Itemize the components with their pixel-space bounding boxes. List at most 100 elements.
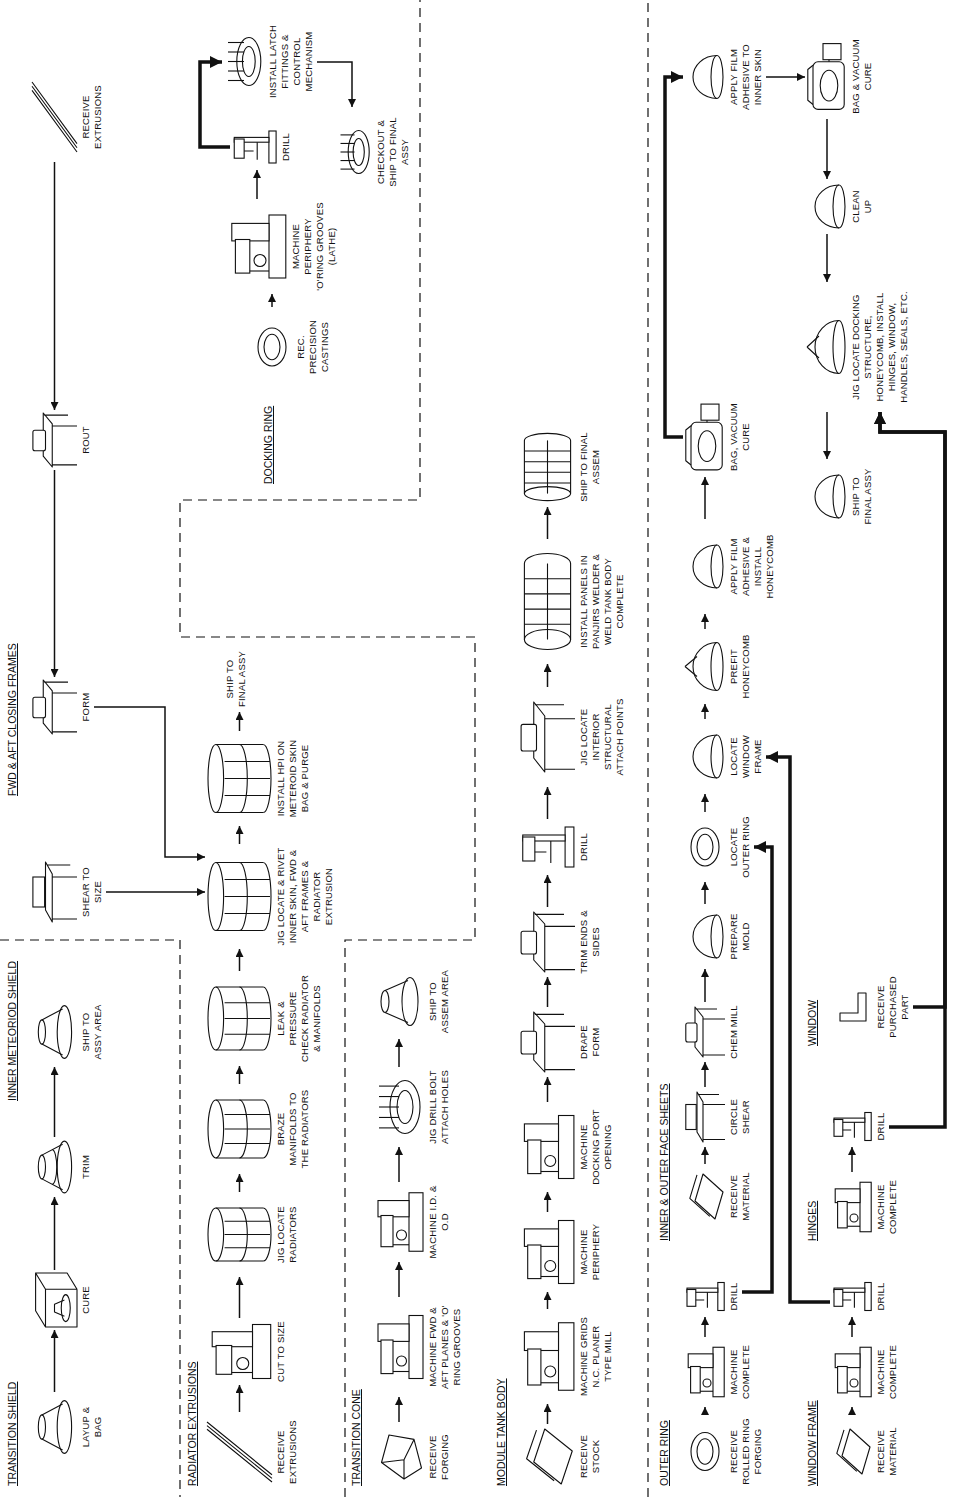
flow-arrow bbox=[239, 712, 241, 731]
part-illustration bbox=[693, 545, 723, 588]
line-art bbox=[207, 1422, 272, 1482]
line-art bbox=[850, 1379, 858, 1387]
line-art bbox=[813, 62, 844, 110]
step-caption: FORM bbox=[80, 680, 92, 734]
process-step: INSTALL HPI ON METEROID SKIN BAG & PURGE bbox=[205, 731, 313, 826]
flow-arrow bbox=[398, 1262, 400, 1297]
line-art bbox=[547, 564, 548, 640]
process-step: JIG LOCATE DOCKING STRUCTURE, HONEYCOMB,… bbox=[805, 282, 912, 412]
flow-arrow bbox=[766, 76, 805, 78]
line-art bbox=[838, 1367, 848, 1393]
section-heading: TRANSITION CONE bbox=[350, 1388, 363, 1487]
line-art bbox=[559, 1323, 574, 1391]
part-illustration bbox=[381, 978, 418, 1026]
flow-arrow bbox=[94, 707, 205, 857]
icon-space bbox=[32, 1395, 80, 1459]
process-step: REC. PRECISION CASTINGS bbox=[250, 307, 333, 387]
part-illustration bbox=[527, 1429, 573, 1484]
line-art bbox=[225, 1247, 270, 1248]
line-art bbox=[523, 837, 535, 861]
line-art bbox=[393, 1371, 409, 1372]
flow-arrow bbox=[398, 1039, 400, 1067]
line-art bbox=[228, 42, 244, 43]
line-art bbox=[521, 724, 536, 751]
line-art bbox=[381, 1216, 393, 1247]
section-heading: DOCKING RING bbox=[262, 405, 275, 485]
flow-arrow bbox=[54, 470, 56, 677]
line-art bbox=[713, 1347, 724, 1397]
part-illustration bbox=[208, 745, 271, 813]
process-step: TRIM bbox=[30, 1137, 94, 1197]
process-step: LEAK & PRESSURE CHECK RADIATOR & MANIFOL… bbox=[205, 971, 325, 1066]
line-art bbox=[860, 1347, 871, 1397]
line-art bbox=[36, 1273, 77, 1327]
part-illustration bbox=[521, 1012, 575, 1072]
process-step: MACHINE GRIDS N.C. PLANER TYPE MILL bbox=[518, 1309, 616, 1404]
line-art bbox=[693, 735, 717, 778]
part-illustration bbox=[258, 328, 286, 366]
line-art bbox=[833, 475, 845, 518]
icon-space bbox=[374, 1070, 427, 1144]
line-art bbox=[693, 56, 717, 99]
section-heading: INNER METEORIOD SHIELD bbox=[6, 960, 19, 1102]
line-art bbox=[379, 1127, 399, 1128]
line-art bbox=[228, 80, 244, 81]
part-illustration bbox=[207, 1422, 272, 1482]
line-art bbox=[379, 1106, 399, 1107]
icon-space bbox=[807, 182, 850, 231]
part-illustration bbox=[33, 862, 77, 922]
part-illustration bbox=[524, 1323, 574, 1391]
line-art bbox=[381, 1340, 393, 1374]
step-caption: MACHINE PERIPHERY bbox=[578, 1215, 602, 1289]
process-step: DRILL bbox=[830, 1106, 889, 1147]
line-art bbox=[232, 223, 269, 241]
icon-space bbox=[807, 462, 850, 531]
step-caption: MACHINE GRIDS N.C. PLANER TYPE MILL bbox=[578, 1312, 614, 1401]
line-art bbox=[382, 1435, 422, 1479]
line-art bbox=[847, 1391, 860, 1392]
process-step: DRILL bbox=[518, 819, 592, 875]
step-caption: CHECKOUT & SHIP TO FINAL ASSY bbox=[375, 110, 411, 194]
icon-space bbox=[807, 285, 850, 409]
line-art bbox=[718, 1283, 724, 1311]
line-art bbox=[225, 761, 270, 762]
icon-space bbox=[685, 722, 728, 791]
line-art bbox=[524, 554, 570, 640]
line-art bbox=[698, 431, 716, 462]
part-illustration bbox=[378, 1316, 423, 1379]
process-step: JIG DRILL BOLT ATTACH HOLES bbox=[372, 1067, 453, 1147]
part-illustration bbox=[835, 1182, 871, 1232]
icon-space bbox=[337, 110, 375, 194]
step-caption: BAG, VACUUM CURE bbox=[728, 400, 752, 474]
flow-arrow bbox=[271, 294, 273, 307]
process-step: DRAPE FORM bbox=[518, 1007, 604, 1077]
flow-arrow bbox=[766, 757, 830, 1302]
step-caption: REC. PRECISION CASTINGS bbox=[295, 310, 331, 384]
line-art bbox=[225, 1114, 270, 1115]
process-step: BAG, VACUUM CURE bbox=[683, 397, 754, 477]
icon-space bbox=[832, 1340, 875, 1404]
section-heading: INNER & OUTER FACE SHEETS bbox=[658, 1082, 671, 1242]
line-art bbox=[225, 795, 270, 796]
line-art bbox=[38, 1415, 45, 1439]
line-art bbox=[208, 745, 224, 813]
icon-space bbox=[832, 1109, 875, 1144]
step-caption: RECEIVE FORGING bbox=[427, 1425, 451, 1489]
line-art bbox=[521, 1031, 536, 1054]
icon-space bbox=[32, 680, 80, 734]
line-art bbox=[843, 1122, 855, 1137]
line-art bbox=[409, 1193, 423, 1252]
icon-space bbox=[232, 127, 280, 167]
flow-arrow bbox=[704, 1062, 706, 1087]
line-art bbox=[843, 1292, 855, 1307]
line-art bbox=[711, 915, 723, 958]
step-caption: MACHINE COMPLETE bbox=[728, 1340, 752, 1404]
line-art bbox=[711, 735, 723, 778]
flow-arrow bbox=[398, 1397, 400, 1422]
line-art bbox=[225, 1128, 270, 1129]
icon-space bbox=[32, 413, 80, 467]
step-caption: DRILL bbox=[280, 127, 292, 167]
flow-arrow bbox=[704, 1147, 706, 1164]
step-caption: INSTALL PANELS IN PANJIRS WELDER & WELD … bbox=[578, 542, 626, 661]
